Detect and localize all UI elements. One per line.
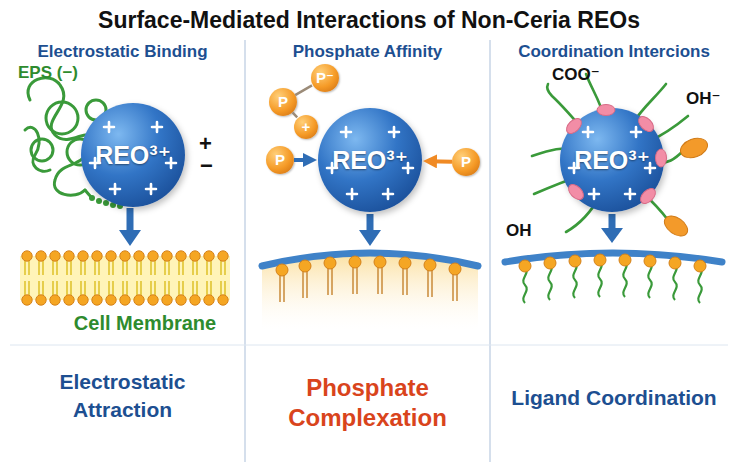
binding-site bbox=[656, 149, 667, 167]
particle-label: REO³⁺ bbox=[332, 145, 408, 175]
binding-site bbox=[597, 105, 615, 116]
lipid-bilayer bbox=[20, 250, 230, 306]
panel-divider bbox=[489, 40, 491, 462]
phosphate-bead: + bbox=[294, 115, 318, 139]
mechanism-label: Phosphate Complexation bbox=[263, 373, 473, 433]
annotation-label: + bbox=[199, 131, 212, 157]
curved-membrane bbox=[262, 253, 478, 330]
section-rule bbox=[10, 345, 728, 346]
curved-membrane bbox=[276, 256, 461, 276]
glycocalyx-membrane bbox=[644, 255, 656, 267]
eps-matrix bbox=[25, 127, 50, 171]
binding-site bbox=[636, 114, 657, 135]
binding-site bbox=[566, 182, 587, 203]
binding-site bbox=[564, 105, 667, 207]
panel-heading: Coordination Intercions bbox=[491, 42, 737, 62]
reo-particle: REO³⁺ bbox=[318, 108, 422, 212]
down-arrow bbox=[119, 230, 141, 246]
glycocalyx-membrane bbox=[519, 260, 531, 272]
glycocalyx-membrane bbox=[619, 254, 631, 266]
connector bbox=[294, 158, 311, 162]
interaction-panel: Coordination IntercionsLigand Coordinati… bbox=[490, 38, 738, 470]
bead-label: P⁻ bbox=[316, 69, 334, 87]
eps-chain bbox=[96, 198, 102, 204]
curved-membrane bbox=[324, 257, 336, 269]
curved-membrane bbox=[262, 253, 478, 266]
phosphate-bead: P bbox=[452, 148, 480, 176]
ligand-end bbox=[678, 135, 710, 161]
glycocalyx-membrane bbox=[505, 253, 722, 262]
lipid-bilayer bbox=[20, 250, 230, 306]
annotation-label: COO⁻ bbox=[552, 64, 600, 85]
particle-label: REO³⁺ bbox=[574, 145, 650, 175]
glycocalyx-membrane bbox=[569, 255, 581, 267]
mechanism-label: Ligand Coordination bbox=[490, 384, 738, 412]
mechanism-label: Electrostatic Attraction bbox=[28, 368, 218, 424]
binding-site bbox=[564, 116, 585, 137]
bead-label: P bbox=[461, 153, 471, 171]
down-arrow bbox=[601, 228, 623, 243]
curved-membrane bbox=[276, 264, 288, 276]
curved-membrane bbox=[349, 256, 361, 268]
down-arrow bbox=[609, 214, 616, 230]
curved-membrane bbox=[374, 256, 386, 268]
reo-particle: REO³⁺ bbox=[81, 103, 185, 207]
eps-chain bbox=[89, 195, 95, 201]
reo-particle: REO³⁺ bbox=[560, 108, 664, 212]
phosphate-bead: P⁻ bbox=[311, 64, 339, 92]
binding-site bbox=[638, 186, 659, 207]
annotation-label: OH bbox=[506, 220, 532, 241]
ligand-strand bbox=[532, 74, 688, 232]
annotation-label: EPS (−) bbox=[18, 62, 78, 83]
down-arrow bbox=[367, 214, 374, 232]
bead-label: + bbox=[302, 118, 311, 136]
ligand-end bbox=[661, 135, 710, 240]
curved-membrane bbox=[299, 260, 311, 272]
panel-heading: Phosphate Affinity bbox=[248, 42, 488, 62]
glycocalyx-membrane bbox=[519, 254, 706, 272]
curved-membrane bbox=[399, 257, 411, 269]
eps-matrix bbox=[46, 102, 78, 134]
bead-label: P bbox=[275, 151, 285, 169]
figure-title: Surface-Mediated Interactions of Non-Cer… bbox=[0, 6, 738, 34]
glycocalyx-membrane bbox=[694, 260, 706, 272]
bead-label: P bbox=[278, 93, 288, 111]
interaction-panel: Phosphate AffinityPhosphate Complexation… bbox=[245, 38, 490, 470]
annotation-label: − bbox=[200, 153, 213, 179]
glycocalyx-membrane bbox=[594, 254, 606, 266]
curved-membrane bbox=[449, 263, 461, 275]
glycocalyx-membrane bbox=[505, 253, 722, 303]
annotation-label: OH⁻ bbox=[686, 88, 720, 109]
glycocalyx-membrane bbox=[544, 257, 556, 269]
panel-heading: Electrostatic Binding bbox=[3, 42, 243, 62]
down-arrow bbox=[359, 230, 381, 246]
annotation-label: Cell Membrane bbox=[45, 311, 245, 335]
connector bbox=[429, 159, 452, 163]
curved-membrane bbox=[262, 253, 478, 330]
down-arrow bbox=[127, 208, 134, 232]
panel-divider bbox=[245, 40, 490, 462]
connector bbox=[292, 112, 297, 117]
ligand-end bbox=[661, 212, 691, 240]
connector bbox=[295, 85, 312, 95]
phosphate-bead: P bbox=[266, 146, 294, 174]
interaction-panel: Electrostatic BindingElectrostatic Attra… bbox=[0, 38, 245, 470]
panel-divider bbox=[244, 40, 246, 462]
charge-marker bbox=[90, 122, 655, 199]
curved-membrane bbox=[424, 259, 436, 271]
particle-label: REO³⁺ bbox=[95, 140, 171, 170]
glycocalyx-membrane bbox=[669, 257, 681, 269]
down-arrow bbox=[119, 208, 623, 246]
phosphate-bead: P bbox=[269, 88, 297, 116]
